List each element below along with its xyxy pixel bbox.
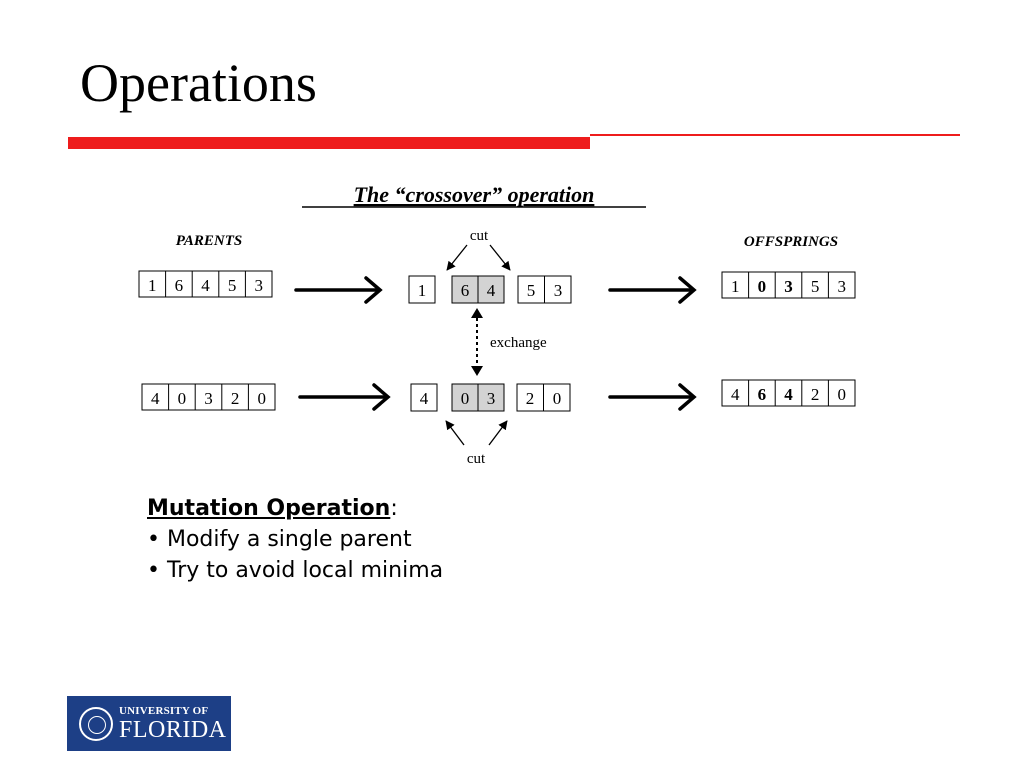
gene: 0 [178, 389, 187, 408]
gene: 4 [420, 389, 429, 408]
cut-row-2: 4 0 3 2 0 [410, 383, 571, 412]
mutation-bullets: Modify a single parent Try to avoid loca… [147, 524, 443, 586]
parent-2-genes: 4 0 3 2 0 [141, 383, 276, 411]
gene: 4 [201, 276, 210, 295]
parents-label: PARENTS [176, 233, 242, 249]
gene: 1 [148, 276, 157, 295]
gene: 3 [554, 281, 563, 300]
gene: 3 [837, 277, 846, 296]
title-underline-thick [68, 137, 590, 149]
gene: 6 [461, 281, 470, 300]
gene: 2 [526, 389, 535, 408]
gene: 0 [257, 389, 266, 408]
exchange-arrow [471, 308, 483, 376]
gene: 0 [461, 389, 470, 408]
title-underline-thin [590, 134, 960, 136]
offspring-1-genes: 1 0 3 5 3 [721, 271, 856, 299]
gene: 5 [228, 276, 237, 295]
gene: 3 [487, 389, 496, 408]
gene: 3 [784, 277, 793, 296]
cut-label-top: cut [470, 228, 489, 244]
gene: 4 [487, 281, 496, 300]
cut-arrow [445, 420, 465, 446]
gene: 0 [553, 389, 562, 408]
gene: 6 [175, 276, 184, 295]
arrow-parent-to-cut-1 [294, 276, 383, 304]
gene: 0 [758, 277, 767, 296]
gene: 4 [784, 385, 793, 404]
mutation-colon: : [390, 496, 398, 521]
cut-label-bottom: cut [467, 451, 486, 467]
gene: 5 [811, 277, 820, 296]
diagram-title: The “crossover” operation [354, 182, 595, 207]
university-logo: UNIVERSITY OF FLORIDA [67, 696, 231, 751]
cut-arrow [489, 244, 511, 271]
gene: 4 [731, 385, 740, 404]
gene: 0 [837, 385, 846, 404]
arrow-cut-to-offspring-1 [608, 276, 697, 304]
gene: 5 [527, 281, 536, 300]
gene: 6 [758, 385, 767, 404]
gene: 2 [811, 385, 820, 404]
offsprings-label: OFFSPRINGS [744, 234, 838, 250]
logo-line1: UNIVERSITY OF [119, 705, 209, 717]
exchange-label: exchange [490, 335, 547, 351]
cut-arrow [446, 244, 468, 271]
cut-arrow [488, 420, 508, 446]
gene: 3 [254, 276, 263, 295]
mutation-heading: Mutation Operation [147, 496, 391, 521]
seal-icon [79, 706, 113, 741]
mutation-heading-line: Mutation Operation: [147, 493, 443, 524]
bullet-item: Modify a single parent [147, 524, 443, 555]
gene: 1 [731, 277, 740, 296]
offspring-2-genes: 4 6 4 2 0 [721, 379, 856, 407]
logo-line2: FLORIDA [119, 717, 227, 743]
bullet-item: Try to avoid local minima [147, 555, 443, 586]
gene: 4 [151, 389, 160, 408]
parent-1-genes: 1 6 4 5 3 [138, 270, 273, 298]
logo-wordmark: UNIVERSITY OF FLORIDA [119, 705, 227, 742]
cut-row-1: 1 6 4 5 3 [408, 275, 572, 304]
gene: 3 [204, 389, 213, 408]
slide-title: Operations [80, 53, 317, 113]
gene: 2 [231, 389, 240, 408]
arrow-cut-to-offspring-2 [608, 383, 697, 411]
gene: 1 [418, 281, 427, 300]
mutation-section: Mutation Operation: Modify a single pare… [147, 493, 443, 586]
arrow-parent-to-cut-2 [298, 383, 391, 411]
